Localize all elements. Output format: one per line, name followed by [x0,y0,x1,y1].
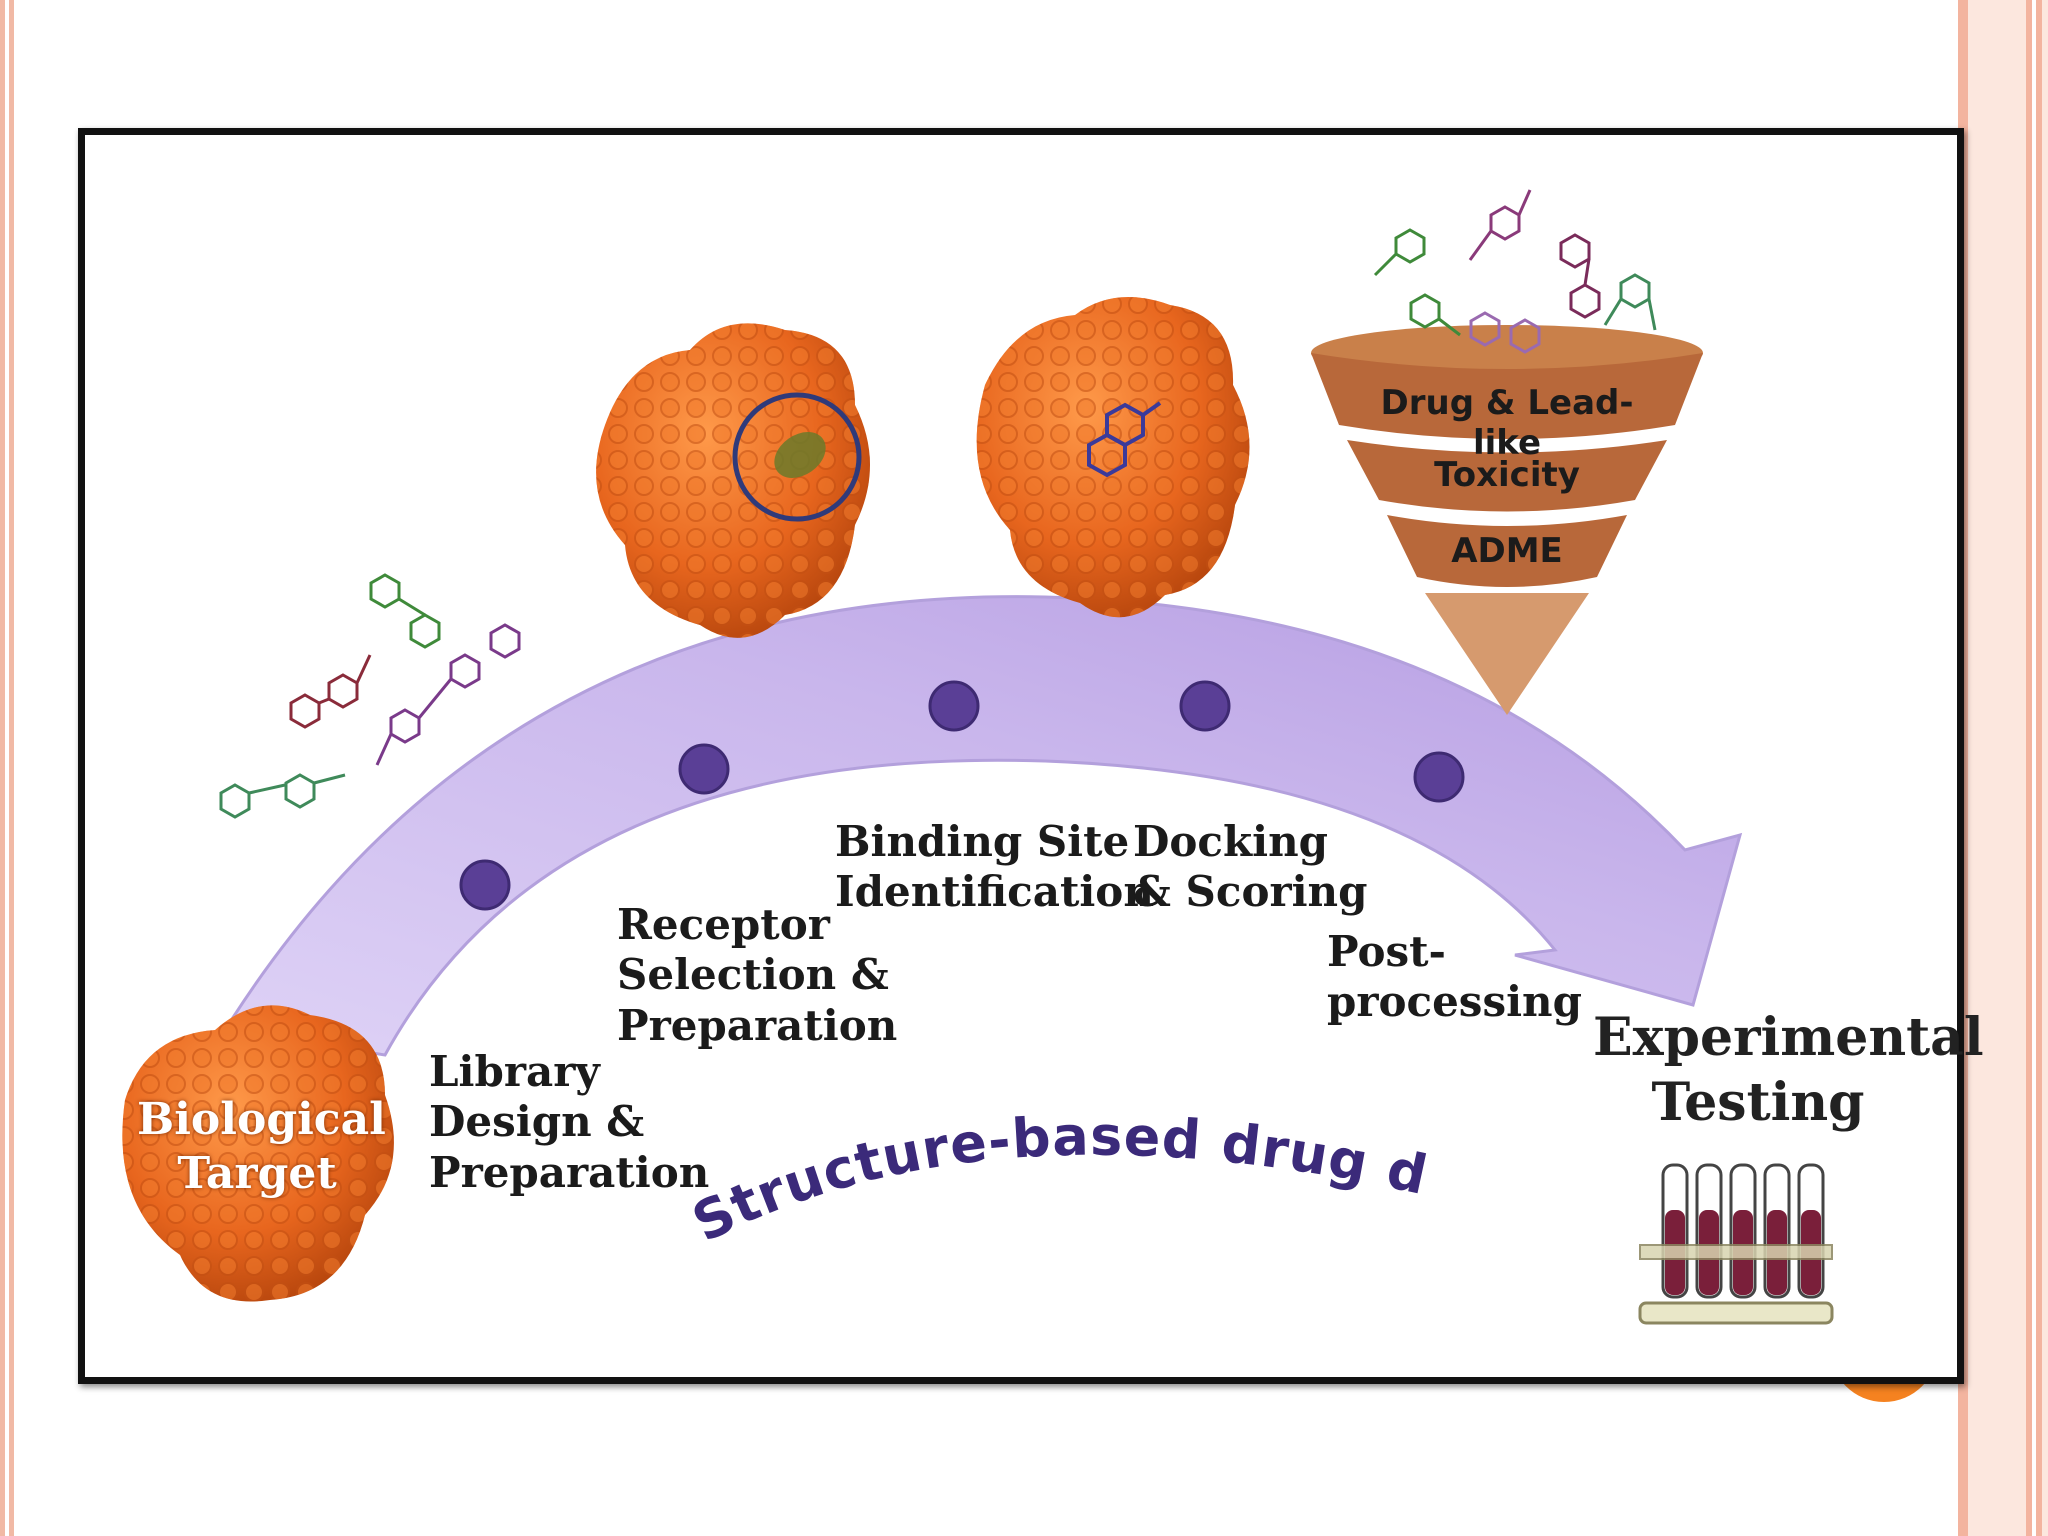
biological-target-label: Biological Target [137,1094,386,1199]
step-dot-docking [1179,680,1231,732]
step-label-receptor: Receptor Selection & Preparation [617,900,898,1050]
step-label-library: Library Design & Preparation [429,1047,710,1197]
workflow-figure: Structure-based drug design [85,135,1834,1325]
step-label-docking: Docking & Scoring [1133,817,1368,917]
funnel-stage-adme: ADME [1451,531,1563,571]
diagram-frame: Structure-based drug design Biolo [78,128,1984,1384]
ligand-library-molecules [219,573,521,819]
step-dot-receptor [678,743,730,795]
docking-protein [976,297,1250,618]
step-dot-library [459,859,511,911]
slide-border-left [0,0,22,1536]
step-label-binding-site: Binding Site Identification [835,817,1154,917]
step-label-postprocessing: Post- processing [1327,927,1582,1027]
experimental-testing-label: Experimental Testing [1593,1007,1984,1133]
step-markers [459,680,1465,911]
filter-funnel [1311,189,1703,715]
receptor-protein [596,323,870,638]
funnel-stage-toxicity: Toxicity [1434,455,1580,495]
slide-border-right [1956,0,2048,1536]
funnel-stage-drug-lead-like: Drug & Lead-like [1380,383,1634,463]
biological-target-protein [122,1005,394,1302]
step-dot-binding-site [928,680,980,732]
step-dot-postprocessing [1413,751,1465,803]
workflow-arrow [222,595,1743,1057]
test-tubes-icon [1638,1163,1834,1325]
